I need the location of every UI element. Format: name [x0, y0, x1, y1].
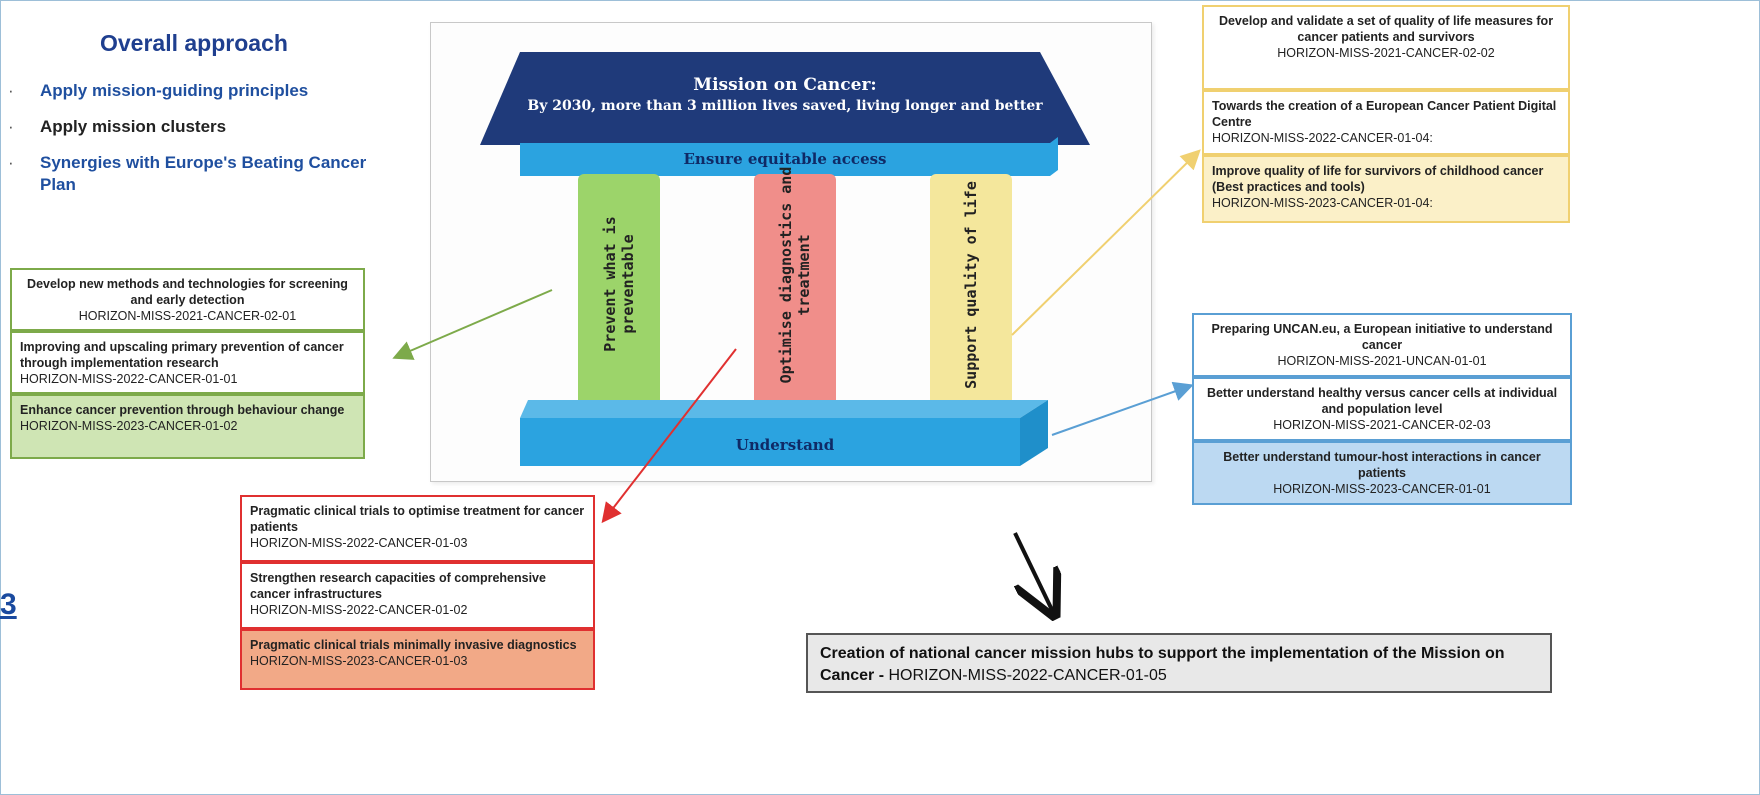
- temple-beam-front: [520, 143, 1050, 176]
- arrow-to-red-boxes: [601, 348, 737, 524]
- box-code: HORIZON-MISS-2022-CANCER-01-02: [250, 603, 468, 617]
- box-title: Improve quality of life for survivors of…: [1212, 164, 1544, 194]
- arrow-to-final-box: [1013, 532, 1053, 612]
- box-title: Improving and upscaling primary preventi…: [20, 340, 344, 370]
- box-title: Pragmatic clinical trials minimally inva…: [250, 638, 577, 652]
- box-code: HORIZON-MISS-2021-CANCER-02-01: [78, 309, 297, 323]
- pillar-label-optimise: Optimise diagnostics and treatment: [777, 166, 813, 384]
- box-code: HORIZON-MISS-2023-CANCER-01-04:: [1212, 196, 1433, 210]
- roof-subtitle: By 2030, more than 3 million lives saved…: [527, 98, 1043, 114]
- pillar-label-quality: Support quality of life: [962, 181, 980, 389]
- bullet-marker: ·: [8, 153, 14, 172]
- overall-approach-title: Overall approach: [100, 30, 288, 56]
- bullet-mission-clusters: · Apply mission clusters: [8, 116, 388, 138]
- arrow-to-blue-boxes: [1051, 381, 1194, 436]
- box-code: HORIZON-MISS-2022-CANCER-01-03: [250, 536, 468, 550]
- temple-base-side: [1020, 400, 1048, 466]
- side-page-fragment: 3: [0, 588, 17, 621]
- yellow-box-1: Develop and validate a set of quality of…: [1202, 5, 1570, 90]
- red-box-1: Pragmatic clinical trials to optimise tr…: [240, 495, 595, 562]
- national-hubs-box: Creation of national cancer mission hubs…: [806, 633, 1552, 693]
- yellow-box-3: Improve quality of life for survivors of…: [1202, 155, 1570, 223]
- box-title: Towards the creation of a European Cance…: [1212, 99, 1557, 129]
- box-code: HORIZON-MISS-2021-UNCAN-01-01: [1277, 354, 1487, 368]
- box-title: Preparing UNCAN.eu, a European initiativ…: [1211, 322, 1553, 352]
- bullet-marker: ·: [8, 117, 14, 136]
- pillar-label-prevent: Prevent what is preventable: [601, 216, 637, 352]
- bullet-synergies: · Synergies with Europe's Beating Cancer…: [8, 152, 370, 196]
- box-code: HORIZON-MISS-2023-CANCER-01-02: [20, 419, 238, 433]
- bullet-marker: ·: [8, 81, 14, 100]
- box-code: HORIZON-MISS-2022-CANCER-01-04:: [1212, 131, 1433, 145]
- green-box-2: Improving and upscaling primary preventi…: [10, 331, 365, 394]
- bullet-text: Synergies with Europe's Beating Cancer P…: [40, 153, 367, 194]
- pillar-optimise: [754, 174, 836, 416]
- yellow-box-2: Towards the creation of a European Cance…: [1202, 90, 1570, 155]
- box-title: Better understand tumour-host interactio…: [1223, 450, 1541, 480]
- temple-roof: [480, 52, 1090, 145]
- box-code: HORIZON-MISS-2021-CANCER-02-02: [1277, 46, 1495, 60]
- arrow-to-yellow-boxes: [1011, 149, 1201, 336]
- blue-box-1: Preparing UNCAN.eu, a European initiativ…: [1192, 313, 1572, 377]
- box-title: Develop new methods and technologies for…: [27, 277, 348, 307]
- box-code: HORIZON-MISS-2022-CANCER-01-01: [20, 372, 238, 386]
- box-title: Strengthen research capacities of compre…: [250, 571, 546, 601]
- final-box-code: HORIZON-MISS-2022-CANCER-01-05: [888, 667, 1167, 684]
- bullet-text: Apply mission-guiding principles: [40, 81, 309, 100]
- green-box-3: Enhance cancer prevention through behavi…: [10, 394, 365, 459]
- box-title: Pragmatic clinical trials to optimise tr…: [250, 504, 585, 534]
- temple-base-top: [520, 400, 1048, 418]
- box-title: Better understand healthy versus cancer …: [1206, 386, 1558, 416]
- roof-text: Mission on Cancer: By 2030, more than 3 …: [520, 75, 1050, 115]
- base-label: Understand: [735, 436, 835, 454]
- box-code: HORIZON-MISS-2023-CANCER-01-03: [250, 654, 468, 668]
- red-box-2: Strengthen research capacities of compre…: [240, 562, 595, 629]
- box-title: Develop and validate a set of quality of…: [1218, 14, 1554, 44]
- blue-box-3: Better understand tumour-host interactio…: [1192, 441, 1572, 505]
- beam-label: Ensure equitable access: [683, 150, 887, 168]
- red-box-3: Pragmatic clinical trials minimally inva…: [240, 629, 595, 690]
- blue-box-2: Better understand healthy versus cancer …: [1192, 377, 1572, 441]
- roof-title: Mission on Cancer:: [693, 75, 877, 95]
- bullet-mission-principles: · Apply mission-guiding principles: [8, 80, 388, 102]
- arrow-to-green-boxes: [392, 289, 553, 360]
- box-code: HORIZON-MISS-2023-CANCER-01-01: [1273, 482, 1491, 496]
- bullet-text: Apply mission clusters: [40, 117, 227, 136]
- final-box-separator: -: [874, 667, 889, 684]
- final-box-text: Creation of national cancer mission hubs…: [820, 645, 1505, 684]
- approach-bullet-list: · Apply mission-guiding principles · App…: [8, 80, 388, 210]
- box-title: Enhance cancer prevention through behavi…: [20, 403, 345, 417]
- pillar-prevent: [578, 174, 660, 416]
- temple-base: [520, 418, 1020, 466]
- pillar-quality: [930, 174, 1012, 416]
- box-code: HORIZON-MISS-2021-CANCER-02-03: [1273, 418, 1491, 432]
- green-box-1: Develop new methods and technologies for…: [10, 268, 365, 331]
